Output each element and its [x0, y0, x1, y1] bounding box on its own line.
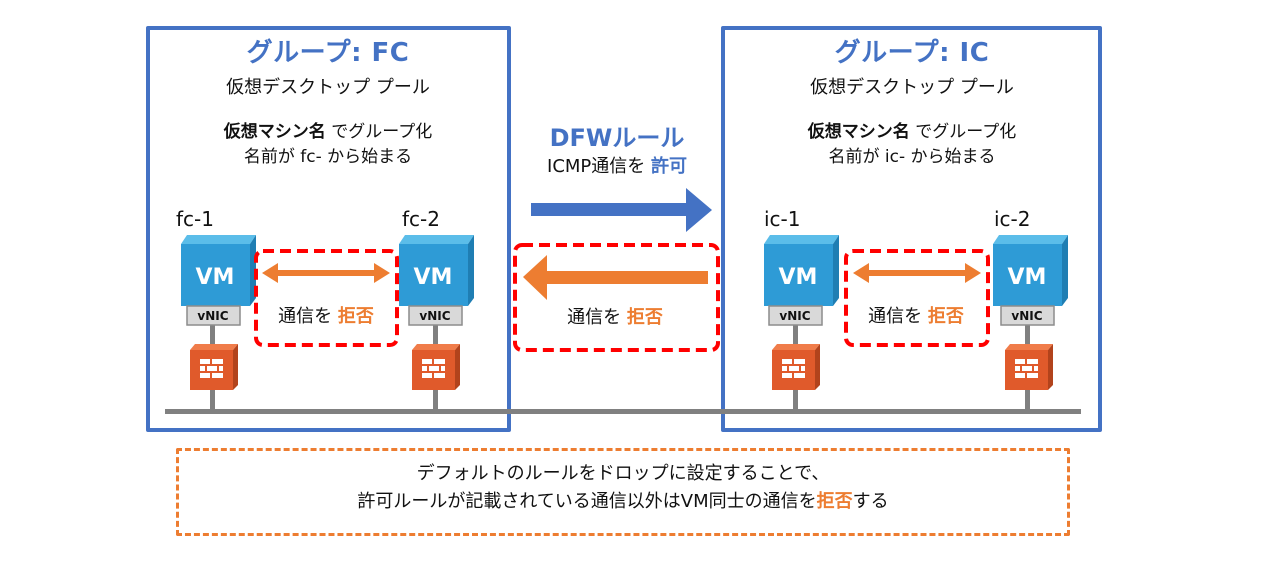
vm-badge-ic-1: VM: [779, 265, 818, 290]
vm-label-fc-1: fc-1: [176, 207, 214, 231]
vnic-label-ic-1: vNIC: [779, 309, 810, 323]
deny-label-ic-emph: 拒否: [927, 306, 964, 327]
vm-icon-fc-1[interactable]: VM: [181, 235, 256, 306]
deny-label-center-text: 通信を: [567, 307, 627, 328]
note-line-2-after: する: [852, 491, 889, 512]
deny-arrow: [523, 255, 708, 300]
firewall-icon: [772, 344, 820, 390]
allow-arrow: [531, 188, 712, 232]
double-arrow-ic: [853, 263, 981, 283]
deny-label-center: 通信を 拒否: [567, 303, 663, 329]
vnic-ic-2: vNIC: [1000, 305, 1055, 326]
group-ic-criteria-rest: でグループ化: [909, 122, 1017, 142]
vm-icon-fc-2[interactable]: VM: [399, 235, 474, 306]
vm-icon-ic-2[interactable]: VM: [993, 235, 1068, 306]
deny-label-fc-emph: 拒否: [337, 306, 374, 327]
vnic-label-fc-2: vNIC: [419, 309, 450, 323]
vm-label-ic-1: ic-1: [764, 207, 801, 231]
vm-label-fc-2: fc-2: [402, 207, 440, 231]
group-box-ic: [721, 26, 1102, 432]
vm-badge-ic-2: VM: [1008, 265, 1047, 290]
dfw-allow-emph: 許可: [650, 156, 687, 177]
group-fc-criteria-rest: でグループ化: [325, 122, 433, 142]
network-line: [165, 409, 1081, 414]
group-ic-criteria-bold: 仮想マシン名: [807, 122, 910, 142]
vm-label-ic-2: ic-2: [994, 207, 1031, 231]
double-arrow-fc: [262, 263, 390, 283]
vm-badge-fc-1: VM: [196, 265, 235, 290]
vnic-ic-1: vNIC: [768, 305, 823, 326]
vnic-fc-1: vNIC: [186, 305, 241, 326]
dfw-rule-title: DFWルール: [549, 124, 685, 152]
dfw-rule-allow: ICMP通信を 許可: [547, 152, 687, 178]
deny-box-center: [513, 243, 720, 352]
firewall-icon: [190, 344, 238, 390]
vnic-label-fc-1: vNIC: [197, 309, 228, 323]
deny-box-fc: [254, 249, 399, 347]
dfw-allow-text: ICMP通信を: [547, 156, 651, 177]
group-fc-title: グループ: FC: [246, 38, 410, 68]
firewall-icon: [1005, 344, 1053, 390]
group-fc-name-rule: 名前が fc- から始まる: [243, 147, 413, 167]
note-line-1: デフォルトのルールをドロップに設定することで、: [416, 463, 830, 484]
group-fc-subtitle: 仮想デスクトップ プール: [226, 77, 430, 98]
group-ic-name-rule: 名前が ic- から始まる: [828, 147, 996, 167]
vm-icon-ic-1[interactable]: VM: [764, 235, 839, 306]
deny-box-ic: [844, 249, 990, 347]
vm-badge-fc-2: VM: [414, 265, 453, 290]
group-ic-criteria: 仮想マシン名 でグループ化: [808, 120, 1016, 144]
vnic-label-ic-2: vNIC: [1011, 309, 1042, 323]
deny-label-ic-text: 通信を: [868, 306, 928, 327]
deny-label-ic: 通信を 拒否: [868, 302, 964, 328]
group-ic-title: グループ: IC: [834, 38, 990, 68]
vnic-fc-2: vNIC: [408, 305, 463, 326]
note-line-2-emph: 拒否: [816, 491, 853, 512]
deny-label-fc: 通信を 拒否: [278, 302, 374, 328]
group-fc-criteria-bold: 仮想マシン名: [223, 122, 326, 142]
group-box-fc: [146, 26, 511, 432]
firewall-icon: [412, 344, 460, 390]
group-fc-criteria: 仮想マシン名 でグループ化: [224, 120, 432, 144]
deny-label-fc-text: 通信を: [278, 306, 338, 327]
group-ic-subtitle: 仮想デスクトップ プール: [810, 77, 1014, 98]
note-box: [176, 448, 1070, 536]
deny-label-center-emph: 拒否: [626, 307, 663, 328]
note-line-2: 許可ルールが記載されている通信以外はVM同士の通信を拒否する: [357, 488, 888, 516]
note-line-2-before: 許可ルールが記載されている通信以外はVM同士の通信を: [357, 491, 817, 512]
